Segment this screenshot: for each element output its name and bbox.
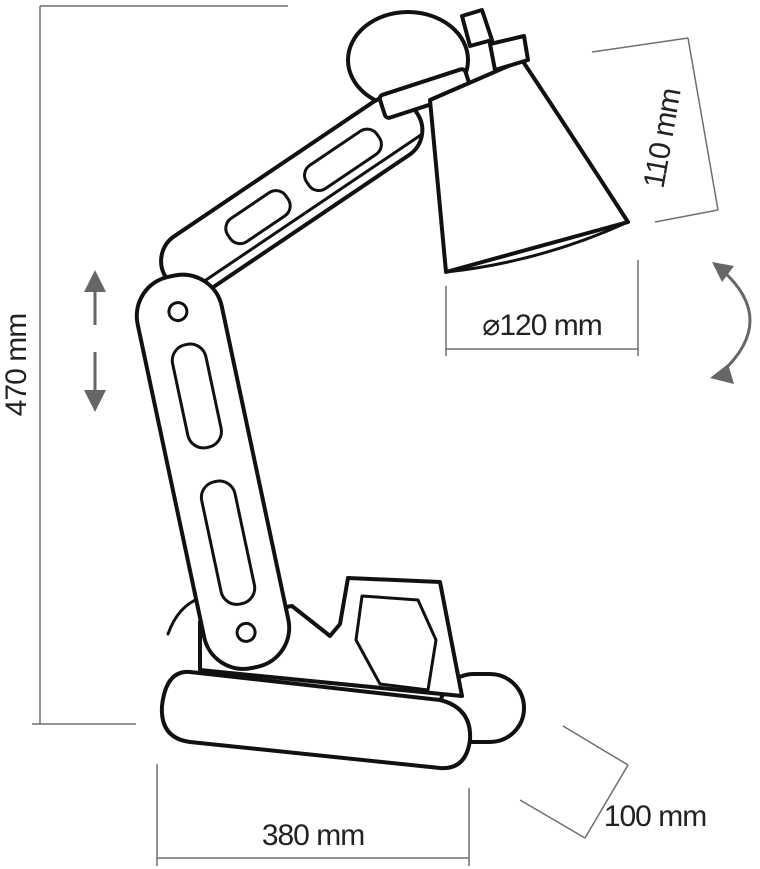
base-plate <box>198 576 464 698</box>
height-label: 470 mm <box>0 314 33 416</box>
shade-diameter-dimension: ⌀120 mm <box>445 260 639 356</box>
up-down-arrows-icon <box>84 270 106 412</box>
base-length-label: 380 mm <box>262 819 364 852</box>
lower-arm <box>134 272 292 671</box>
lower-pivot-bottom <box>235 621 257 643</box>
base-depth-label: 100 mm <box>604 800 706 833</box>
shade-diameter-label: ⌀120 mm <box>482 309 601 342</box>
base-depth-dimension: 100 mm <box>519 725 707 839</box>
height-dimension: 470 mm <box>0 5 288 725</box>
lamp-base <box>159 576 526 771</box>
shade-height-label: 110 mm <box>638 86 688 190</box>
front-track <box>159 669 473 771</box>
lamp-illustration <box>134 8 630 771</box>
hex-cutout <box>354 594 438 692</box>
lower-pivot-top <box>167 301 189 323</box>
base-length-dimension: 380 mm <box>156 764 470 866</box>
lamp-shade <box>428 8 630 274</box>
rotate-arrow-icon <box>710 262 752 384</box>
